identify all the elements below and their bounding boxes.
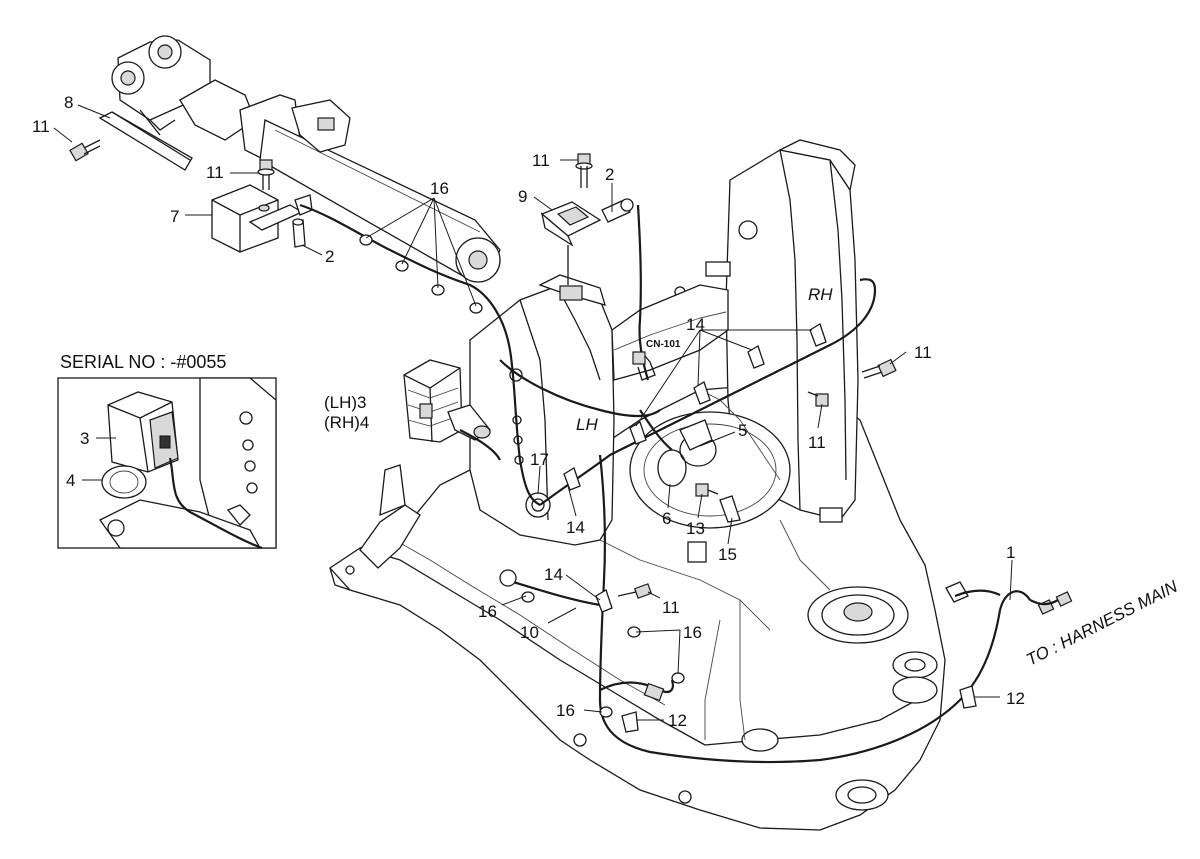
callout-6: 6	[662, 509, 671, 528]
callout-13: 13	[686, 519, 705, 538]
callout-15: 15	[718, 545, 737, 564]
label-to-harness: TO : HARNESS MAIN	[1023, 577, 1181, 670]
label-rh: RH	[808, 285, 833, 304]
callout-11: 11	[808, 433, 826, 452]
callout-2: 2	[605, 165, 614, 184]
bracket-plate-8	[98, 111, 193, 171]
bolt-11-c	[575, 153, 593, 188]
pin-2-a	[292, 194, 313, 248]
lamp-bracket-7	[211, 184, 304, 253]
callout-14: 14	[686, 315, 705, 334]
connector-cn101	[632, 351, 646, 365]
callout-7: 7	[170, 207, 179, 226]
callout-12: 12	[1006, 689, 1025, 708]
serial-inset: SERIAL NO : -#0055 3 4	[57, 352, 277, 550]
callout-11: 11	[662, 598, 680, 617]
bolt-11-f	[617, 583, 653, 599]
pin-2-b	[601, 198, 634, 223]
leader-lines	[53, 104, 1013, 721]
callout-17: 17	[530, 450, 549, 469]
ring-clip-5-6	[657, 419, 717, 487]
callout-10: 10	[520, 623, 539, 642]
callout-11: 11	[32, 117, 50, 136]
callout-14: 14	[566, 518, 585, 537]
bolt-11-b	[257, 159, 275, 190]
callout-2: 2	[325, 247, 334, 266]
cover-bracket-9	[540, 201, 602, 285]
callout-16: 16	[430, 179, 449, 198]
bolt-11-a	[69, 139, 101, 162]
bolt-11-d	[861, 358, 897, 379]
label-rh4: (RH)4	[324, 413, 369, 432]
callout-11: 11	[206, 163, 224, 182]
callout-16: 16	[683, 623, 702, 642]
callout-1: 1	[1006, 543, 1015, 562]
callout-14: 14	[544, 565, 563, 584]
clip-15	[719, 495, 741, 523]
label-lh: LH	[576, 415, 598, 434]
label-connector: CN-101	[646, 339, 681, 350]
callout-numbers: 11 8 11 7 2 16 11 9 2 14 11 11 5 17 14 6…	[32, 93, 1025, 730]
callout-11: 11	[532, 151, 550, 170]
callout-11: 11	[914, 343, 932, 362]
boom-cylinder	[111, 35, 501, 283]
harness-connector-1	[945, 581, 1073, 615]
callout-16: 16	[478, 602, 497, 621]
callout-12: 12	[668, 711, 687, 730]
chassis-frame	[329, 139, 946, 831]
serial-label: SERIAL NO : -#0055	[60, 352, 226, 372]
clamps-12	[621, 685, 977, 733]
grommet-left	[499, 569, 517, 587]
callout-8: 8	[64, 93, 73, 112]
label-lh3: (LH)3	[324, 393, 367, 412]
callout-9: 9	[518, 187, 527, 206]
callout-5: 5	[738, 421, 747, 440]
callout-3: 3	[80, 429, 89, 448]
work-lamp-3-4	[403, 359, 491, 443]
inline-connector	[643, 682, 665, 702]
callout-4: 4	[66, 471, 75, 490]
callout-16: 16	[556, 701, 575, 720]
clamps-14	[563, 323, 827, 613]
